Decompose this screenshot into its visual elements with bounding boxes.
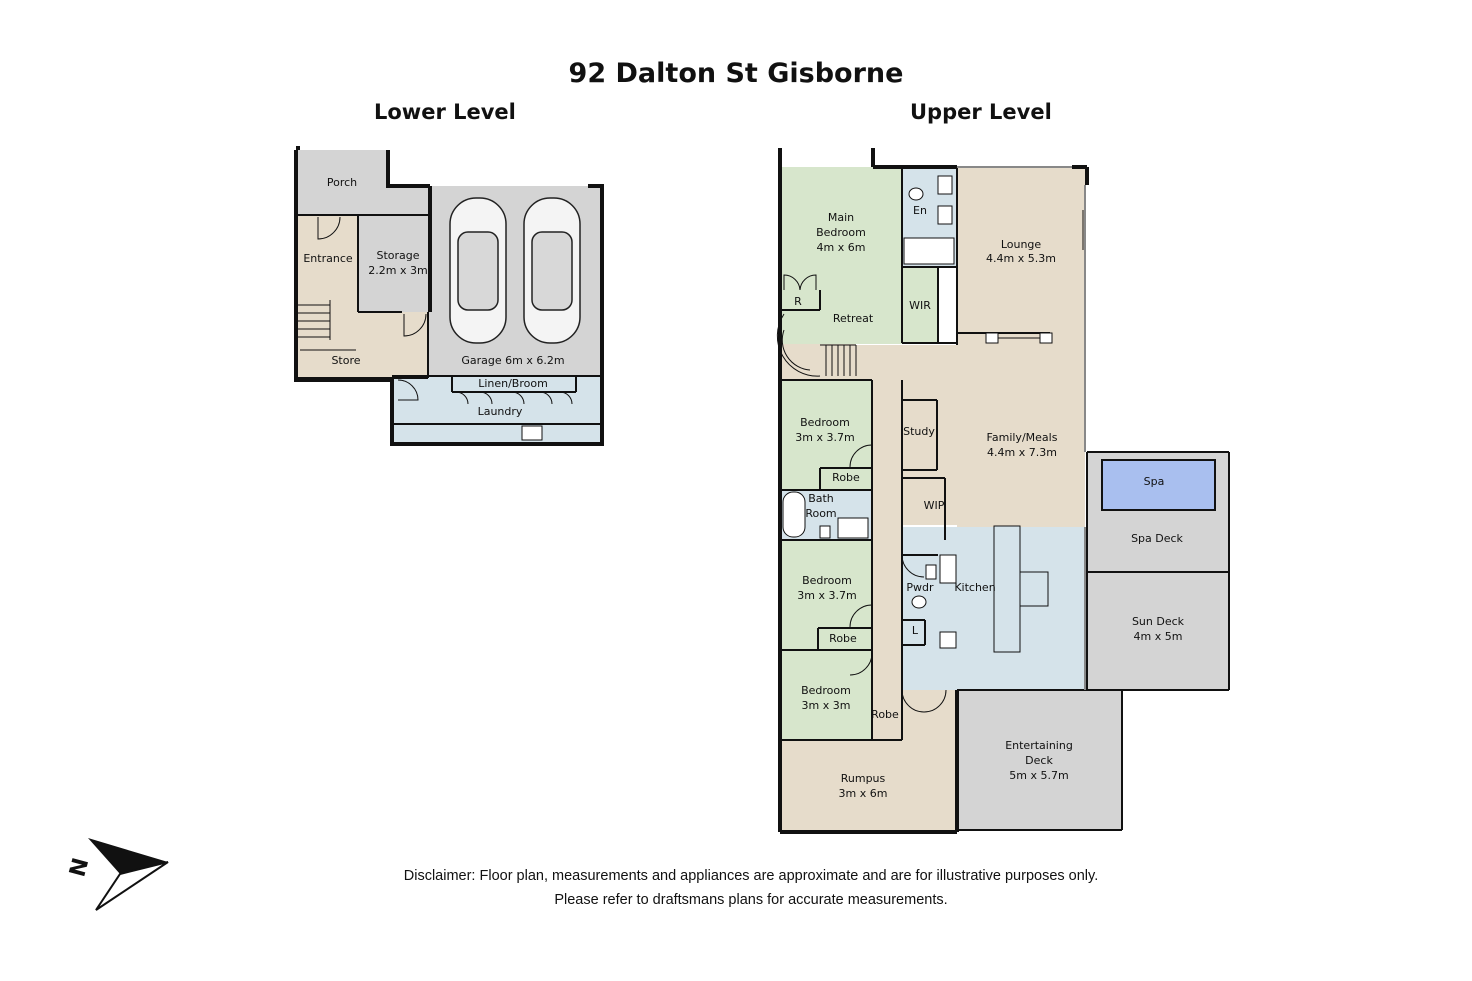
disclaimer-line-1: Disclaimer: Floor plan, measurements and… bbox=[403, 868, 1099, 884]
corridor-area bbox=[872, 380, 902, 690]
label-main-2: Bedroom bbox=[816, 226, 866, 239]
disclaimer-line-2: Please refer to draftsmans plans for acc… bbox=[554, 892, 948, 908]
label-laundry: Laundry bbox=[478, 405, 523, 418]
label-ent-2: Deck bbox=[1025, 754, 1053, 767]
label-robe3: Robe bbox=[871, 708, 899, 721]
label-robe2: Robe bbox=[829, 632, 857, 645]
label-rumpus: Rumpus bbox=[841, 772, 886, 785]
label-sun-deck-size: 4m x 5m bbox=[1134, 630, 1183, 643]
porch-extension bbox=[390, 187, 430, 215]
label-main-1: Main bbox=[828, 211, 854, 224]
upper-fixtures bbox=[782, 175, 1053, 653]
label-spa: Spa bbox=[1144, 475, 1165, 488]
label-porch: Porch bbox=[327, 176, 357, 189]
bedroom-3-area bbox=[780, 540, 872, 650]
storage-area bbox=[358, 215, 428, 312]
label-bed3-size: 3m x 3.7m bbox=[797, 589, 856, 602]
label-kitchen: Kitchen bbox=[954, 581, 995, 594]
upper-exterior-walls bbox=[778, 148, 1089, 834]
label-rumpus-size: 3m x 6m bbox=[839, 787, 888, 800]
label-ent-1: Entertaining bbox=[1005, 739, 1073, 752]
label-bed2: Bedroom bbox=[800, 416, 850, 429]
entertaining-deck-area bbox=[957, 690, 1122, 830]
porch-area bbox=[296, 150, 390, 215]
lower-level-title: Lower Level bbox=[374, 100, 516, 124]
bedroom-2-area bbox=[780, 380, 872, 490]
label-entrance: Entrance bbox=[303, 252, 353, 265]
plan-title: 92 Dalton St Gisborne bbox=[568, 58, 904, 89]
label-spa-deck: Spa Deck bbox=[1131, 532, 1183, 545]
label-l: L bbox=[912, 624, 919, 637]
wir-area bbox=[902, 267, 938, 343]
upper-level-title: Upper Level bbox=[910, 100, 1052, 124]
upper-stairs bbox=[776, 313, 857, 377]
label-family: Family/Meals bbox=[987, 431, 1058, 444]
laundry-sink bbox=[521, 425, 543, 441]
compass-arrow-half bbox=[95, 861, 169, 911]
label-storage-size: 2.2m x 3m bbox=[368, 264, 427, 277]
label-bed4: Bedroom bbox=[801, 684, 851, 697]
label-retreat: Retreat bbox=[833, 312, 874, 325]
label-main-size: 4m x 6m bbox=[817, 241, 866, 254]
upper-interior-walls bbox=[780, 167, 1230, 831]
label-pwdr: Pwdr bbox=[906, 581, 934, 594]
lower-stairs bbox=[298, 300, 356, 351]
main-bedroom-area bbox=[780, 167, 902, 344]
label-wip: WIP bbox=[924, 499, 945, 512]
lower-level-plan bbox=[294, 146, 604, 446]
label-store: Store bbox=[331, 354, 360, 367]
label-wir: WIR bbox=[909, 299, 931, 312]
label-storage: Storage bbox=[376, 249, 419, 262]
label-bath-2: Room bbox=[805, 507, 836, 520]
lounge-family-area bbox=[957, 167, 1085, 527]
laundry-area bbox=[392, 376, 602, 444]
label-linen: Linen/Broom bbox=[478, 377, 548, 390]
lower-interior-walls bbox=[296, 214, 602, 425]
label-sun-deck: Sun Deck bbox=[1132, 615, 1185, 628]
label-bath-1: Bath bbox=[808, 492, 834, 505]
lower-walls bbox=[294, 146, 604, 446]
compass-north-icon: N bbox=[65, 838, 169, 911]
upper-windows bbox=[902, 166, 1086, 690]
label-en: En bbox=[913, 204, 927, 217]
label-bed3: Bedroom bbox=[802, 574, 852, 587]
label-bed2-size: 3m x 3.7m bbox=[795, 431, 854, 444]
car-icon bbox=[449, 197, 581, 344]
upper-level-plan bbox=[776, 148, 1230, 834]
label-r: R bbox=[794, 295, 802, 308]
label-ent-size: 5m x 5.7m bbox=[1009, 769, 1068, 782]
label-bed4-size: 3m x 3m bbox=[802, 699, 851, 712]
spa-pool bbox=[1101, 459, 1216, 511]
room-labels: Porch Entrance Storage 2.2m x 3m Store G… bbox=[303, 176, 1184, 800]
label-garage: Garage 6m x 6.2m bbox=[461, 354, 564, 367]
label-robe1: Robe bbox=[832, 471, 860, 484]
label-family-size: 4.4m x 7.3m bbox=[987, 446, 1057, 459]
sun-deck-area bbox=[1087, 572, 1229, 690]
lower-doors bbox=[317, 216, 573, 405]
upper-doors bbox=[783, 210, 1084, 713]
label-study: Study bbox=[903, 425, 935, 438]
label-lounge-size: 4.4m x 5.3m bbox=[986, 252, 1056, 265]
bedroom-4-area bbox=[780, 650, 872, 740]
label-lounge: Lounge bbox=[1001, 238, 1042, 251]
